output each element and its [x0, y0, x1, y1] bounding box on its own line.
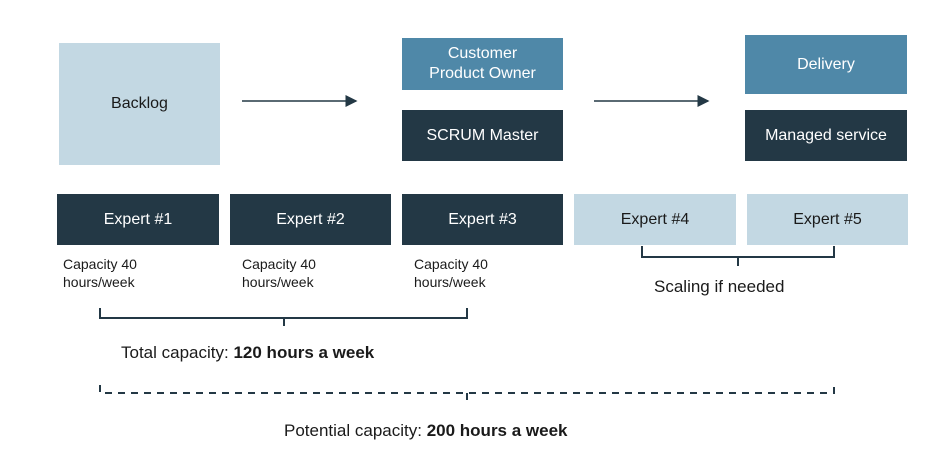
capacity-note-1: Capacity 40 hours/week [63, 256, 137, 290]
customer-product-owner-box: Customer Product Owner [402, 38, 563, 90]
expert-2-label: Expert #2 [276, 210, 345, 228]
total-capacity-label: Total capacity: [121, 343, 229, 362]
capacity-note-3: Capacity 40 hours/week [414, 256, 488, 290]
expert-5-box: Expert #5 [747, 194, 908, 245]
scaling-bracket [641, 246, 835, 266]
expert-3-label: Expert #3 [448, 210, 517, 228]
expert-4-box: Expert #4 [574, 194, 736, 245]
potential-capacity-label: Potential capacity: [284, 421, 422, 440]
potential-capacity-value: 200 hours a week [426, 421, 568, 440]
managed-service-label: Managed service [765, 126, 887, 144]
backlog-label: Backlog [111, 95, 168, 112]
delivery-label: Delivery [797, 55, 855, 73]
expert-3-box: Expert #3 [402, 194, 563, 245]
delivery-box: Delivery [745, 35, 907, 94]
capacity-note-2: Capacity 40 hours/week [242, 256, 316, 290]
managed-service-box: Managed service [745, 110, 907, 161]
total-capacity-value: 120 hours a week [233, 343, 375, 362]
customer-product-owner-label: Customer Product Owner [429, 45, 536, 82]
backlog-box: Backlog [59, 43, 220, 165]
scrum-master-label: SCRUM Master [426, 126, 539, 144]
expert-2-box: Expert #2 [230, 194, 391, 245]
total-capacity: Total capacity: 120 hours a week [121, 343, 374, 363]
potential-capacity-bracket [99, 385, 835, 402]
scrum-master-box: SCRUM Master [402, 110, 563, 161]
expert-4-label: Expert #4 [620, 210, 690, 228]
expert-5-label: Expert #5 [793, 210, 862, 228]
expert-1-box: Expert #1 [57, 194, 219, 245]
scaling-label: Scaling if needed [654, 277, 785, 296]
potential-capacity: Potential capacity: 200 hours a week [284, 421, 568, 441]
total-capacity-bracket [99, 308, 468, 326]
expert-1-label: Expert #1 [103, 210, 173, 228]
